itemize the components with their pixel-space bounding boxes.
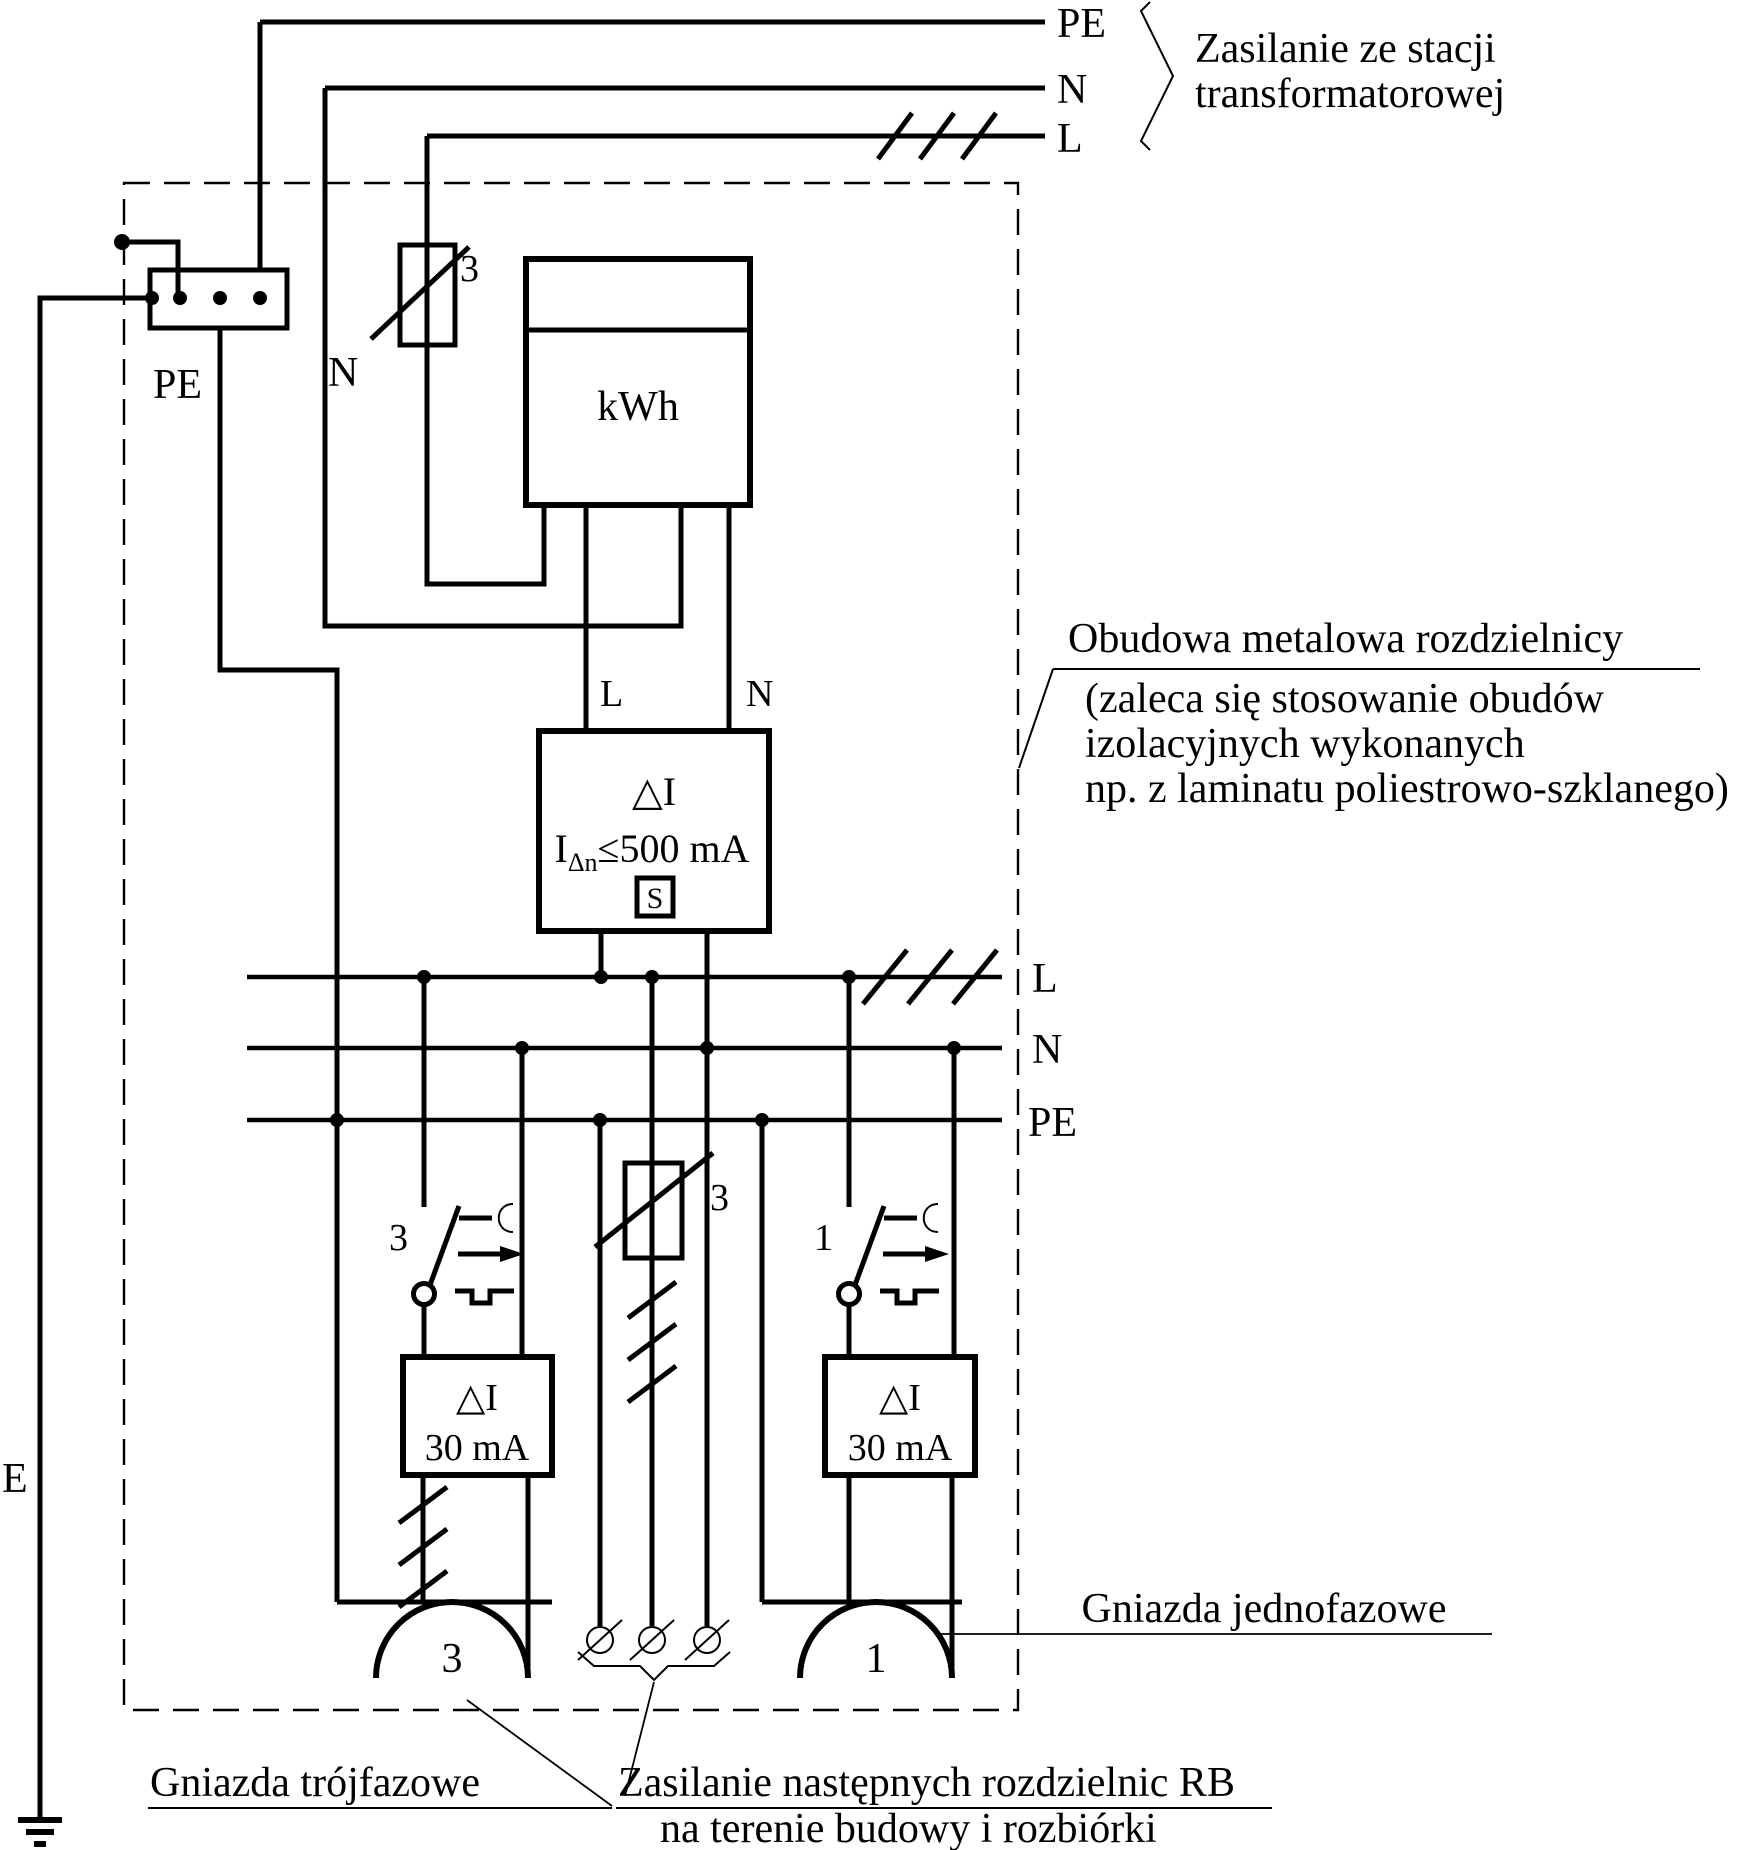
neutral-label: N [328,350,358,396]
right-socket-label: 1 [866,1636,887,1682]
meter-out-n-label: N [746,673,773,715]
three-phase-marks-middle [626,1280,678,1404]
pe-terminal-block: PE E [2,22,340,1847]
main-fuse: 3 [369,136,547,587]
right-rcd-box [822,1354,978,1478]
middle-fuse-icon [622,1160,685,1261]
three-phase-socket-icon [373,1599,531,1679]
main-rcd-rating: IΔn≤500 mA [554,826,749,877]
outgoing-underbrace [577,1651,731,1682]
supply-caption-line1: Zasilanie ze stacji [1195,26,1496,72]
three-phase-caption: Gniazda trójfazowe [150,1760,480,1806]
supply-brace [1139,1,1175,151]
earth-electrode-icon [18,1817,62,1847]
right-breaker-icon [836,1203,949,1307]
middle-fuse-label: 3 [710,1177,729,1219]
main-rcd-delta: △I [632,769,676,814]
three-phase-marks-bus [861,948,999,1006]
enclosure-bond-dot [114,234,130,250]
three-phase-marks-left [397,1485,449,1609]
enclosure-note: Obudowa metalowa rozdzielnicy (zaleca si… [1018,616,1729,812]
right-rcd-delta: △I [879,1377,921,1419]
right-feeder: 1 △I 30 mA 1 [759,977,978,1682]
middle-fuse-slash-icon [593,1151,715,1249]
supply-caption-line2: transformatorowej [1195,71,1505,117]
pe-riser-wire [217,328,340,1602]
left-rcd-delta: △I [456,1377,498,1419]
neutral-drop: N [322,88,684,629]
enclosure-bond-wire [122,239,181,298]
meter-label: kWh [597,384,679,430]
main-rcd-box [536,728,772,934]
left-rcd-box [400,1354,555,1478]
left-feeder: 3 △I 30 mA 3 [337,977,555,1682]
single-phase-socket-icon [797,1599,955,1679]
enclosure-border [122,181,1020,1712]
meter-box [523,256,753,508]
left-socket-label: 3 [442,1636,463,1682]
right-rcd-rating: 30 mA [848,1427,953,1469]
bus-pe-label: PE [1028,1100,1077,1146]
enclosure-note-line2: izolacyjnych wykonanych [1085,721,1525,767]
bus-l-label: L [1032,956,1058,1002]
main-fuse-label: 3 [460,248,479,290]
earthing-conductor [37,295,150,1820]
next-boards-caption-line2: na terenie budowy i rozbiórki [660,1806,1157,1850]
enclosure-note-line3: np. z laminatu poliestrowo-szklanego) [1085,766,1729,812]
enclosure-note-leader [1018,668,1054,769]
enclosure-note-line1: (zaleca się stosowanie obudów [1085,676,1605,722]
single-phase-caption: Gniazda jednofazowe [1082,1586,1447,1632]
supply-n-label: N [1057,67,1087,113]
right-switch-label: 1 [814,1217,833,1259]
next-boards-caption-line1: Zasilanie następnych rozdzielnic RB [618,1760,1235,1806]
captions: Gniazda jednofazowe Gniazda trójfazowe Z… [148,1586,1492,1850]
three-phase-marks-supply [875,111,999,161]
phase-wire [424,136,547,587]
pe-terminal-label: PE [153,362,202,408]
left-rcd-rating: 30 mA [425,1427,530,1469]
three-phase-leader [466,1699,613,1807]
meter-out-l-label: L [600,673,623,715]
earth-label: E [2,1456,28,1502]
fuse-icon [397,242,458,348]
outgoing-terminal-icons [577,1619,730,1661]
enclosure-note-title: Obudowa metalowa rozdzielnicy [1068,616,1623,662]
energy-meter: kWh L N [523,256,773,731]
supply-pe-label: PE [1057,1,1106,47]
left-switch-label: 3 [389,1217,408,1259]
rcd-type-s-box [634,875,676,919]
left-breaker-icon [411,1203,524,1307]
busbars: L N PE [247,948,1077,1146]
supply-feeder: PE N L Zasilanie ze stacji transformator… [260,1,1505,162]
neutral-wire [322,88,684,629]
outgoing-leader-line [624,1681,655,1797]
bus-n-label: N [1032,1027,1062,1073]
supply-l-label: L [1057,116,1083,162]
fuse-slash-icon [369,245,471,341]
rcd-type-s-label: S [647,882,664,915]
middle-feeder: 3 [577,977,731,1797]
